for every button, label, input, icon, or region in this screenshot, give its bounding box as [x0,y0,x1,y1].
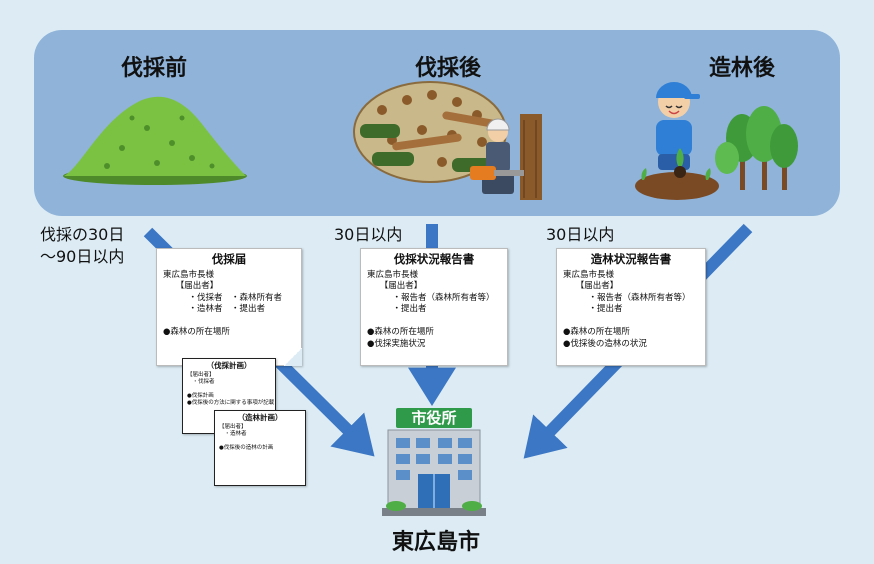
logging-site-icon [353,81,542,200]
document-line: ●伐採実施状況 [367,338,426,349]
city-hall-icon: 市役所 [382,408,486,516]
document-line [219,438,301,445]
stage-title-after: 伐採後 [414,56,481,81]
document-line: ・造林者 ・提出者 [163,304,266,314]
document-line: ●伐採計画 [187,393,214,399]
felling-report-title: 伐採状況報告書 [393,252,475,266]
page-fold-icon [284,348,302,366]
tree-planting-icon [635,82,798,200]
felling-notice-title: 伐採届 [211,252,247,266]
period-label-felling-report: 30日以内 [334,225,403,244]
document-line: 【届出者】 [367,281,423,291]
planting-plan-title: （造林計画） [237,413,283,422]
document-line [187,386,271,393]
document-line [367,316,501,328]
document-line: ●伐採後の造林の計画 [219,445,274,451]
document-line: ・提出者 [563,304,623,314]
document-line: 【届出者】 [163,281,219,291]
city-hall-sign: 市役所 [396,408,472,428]
building-icon [382,429,486,516]
planting-plan-document: （造林計画） 【届出者】 ・造林者 ●伐採後の造林の計画 [214,410,306,486]
document-line: 東広島市長様 [367,269,419,280]
green-hill-icon [63,96,247,185]
planting-report-document: 造林状況報告書 東広島市長様 【届出者】 ・報告者（森林所有者等） ・提出者 ●… [556,248,706,366]
document-line [163,316,295,328]
document-line: 【届出者】 [187,372,215,378]
stage-title-planting: 造林後 [708,56,775,81]
document-line: ・伐採者 [187,379,215,385]
planting-report-title: 造林状況報告書 [590,252,672,266]
document-line: ・報告者（森林所有者等） [367,292,495,303]
document-line: ・伐採者 ・森林所有者 [163,292,283,303]
document-line: ・報告者（森林所有者等） [563,292,691,303]
document-line: 【届出者】 [563,281,619,291]
document-line: ・提出者 [367,304,427,314]
felling-report-document: 伐採状況報告書 東広島市長様 【届出者】 ・報告者（森林所有者等） ・提出者 ●… [360,248,508,366]
document-line: ●伐採後の方法に関する事項が記載 [187,400,275,406]
document-line: ・造林者 [219,431,247,437]
document-line: ●森林の所在場所 [163,327,230,337]
felling-notice-document: 伐採届 東広島市長様 【届出者】 ・伐採者 ・森林所有者 ・造林者 ・提出者 ●… [156,248,302,366]
destination-label: 東広島市 [391,530,480,555]
stage-title-before: 伐採前 [120,56,187,81]
document-line: 東広島市長様 [163,269,215,280]
document-line: ●森林の所在場所 [563,327,630,337]
document-line: ●森林の所在場所 [367,327,434,337]
document-line: 【届出者】 [219,424,247,430]
felling-plan-title: （伐採計画） [206,361,252,370]
document-line: ●伐採後の造林の状況 [563,338,647,349]
period-label-planting-report: 30日以内 [546,225,615,244]
document-line [563,316,699,328]
period-label-felling-notice: 伐採の30日 〜90日以内 [40,225,125,266]
document-line: 東広島市長様 [563,269,615,280]
